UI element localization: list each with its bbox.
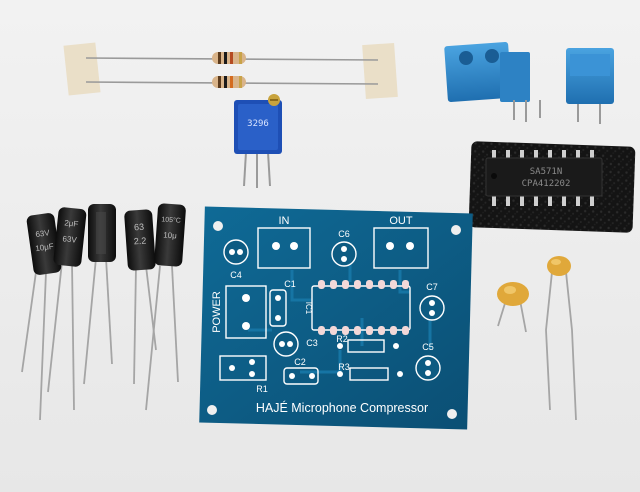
capacitor-4-marking-2: 10μ — [163, 231, 177, 241]
c4-footprint — [223, 239, 249, 265]
capacitor-4: 63 2.2 — [124, 209, 156, 271]
resistor-1 — [212, 52, 246, 64]
label-c7: C7 — [426, 282, 438, 292]
label-c6: C6 — [338, 229, 350, 239]
pcb-board: IN OUT C4 C6 C1 C7 C3 C2 C5 R1 R2 R3 IC1… — [199, 206, 473, 430]
capacitor-3-marking-1: 63 — [134, 222, 145, 233]
ic-marking-line2: CPA412202 — [522, 179, 571, 189]
capacitor-2-marking-1: 2μF — [64, 218, 79, 228]
terminal-block-left — [444, 42, 541, 122]
out-terminal-outline — [373, 227, 429, 269]
capacitor-2-marking-2: 63V — [62, 234, 78, 245]
label-r1: R1 — [256, 384, 268, 394]
label-r2: R2 — [336, 334, 348, 344]
capacitor-1-marking-1: 63V — [35, 228, 51, 239]
screw-icon — [459, 51, 473, 65]
label-c5: C5 — [422, 342, 434, 352]
in-terminal-outline — [257, 227, 311, 269]
trimmer-marking: 3296 — [247, 119, 269, 129]
c6-footprint — [331, 241, 357, 267]
power-terminal-outline — [225, 285, 267, 339]
r1-outline — [219, 355, 267, 381]
label-power: POWER — [211, 291, 223, 333]
ceramic-capacitor-large — [545, 256, 577, 421]
label-c4: C4 — [230, 270, 242, 280]
mounting-hole-icon — [447, 409, 457, 419]
ic-on-foam: SA571N CPA412202 — [468, 141, 636, 233]
tape-left — [63, 42, 101, 96]
capacitor-3-marking-2: 2.2 — [133, 236, 146, 247]
c7-footprint — [419, 295, 445, 321]
label-ic1: IC1 — [304, 302, 313, 315]
label-c1: C1 — [284, 279, 296, 289]
tape-right — [362, 42, 398, 100]
resistor-2 — [212, 76, 246, 88]
resistors — [63, 42, 398, 100]
electrolytic-capacitors: 63V 10μF 2μF 63V 63 2.2 105°C 10μ — [21, 203, 186, 421]
capacitor-1-marking-2: 10μF — [35, 242, 55, 253]
screw-icon — [485, 49, 499, 63]
trimmer-potentiometer: 3296 — [234, 94, 282, 188]
c5-footprint — [415, 355, 441, 381]
capacitor-4-marking-1: 105°C — [161, 215, 181, 224]
pcb-title: HAJÉ Microphone Compressor — [256, 400, 428, 415]
label-out: OUT — [389, 215, 413, 227]
label-c2: C2 — [294, 357, 306, 367]
terminal-blocks — [444, 42, 614, 124]
label-c3: C3 — [306, 338, 318, 348]
ic-chip: SA571N CPA412202 — [485, 150, 603, 206]
capacitor-5: 105°C 10μ — [154, 203, 186, 267]
capacitor-3 — [88, 204, 116, 262]
capacitor-2: 2μF 63V — [53, 207, 87, 267]
ceramic-capacitor-small — [497, 282, 529, 333]
c3-footprint — [273, 331, 299, 357]
mounting-hole-icon — [451, 225, 461, 235]
mounting-hole-icon — [207, 405, 217, 415]
label-in: IN — [279, 215, 290, 227]
mounting-hole-icon — [213, 221, 223, 231]
ic-marking-line1: SA571N — [530, 167, 563, 177]
label-r3: R3 — [338, 362, 350, 372]
capacitor-1: 63V 10μF — [26, 213, 62, 275]
terminal-block-right — [566, 48, 614, 124]
